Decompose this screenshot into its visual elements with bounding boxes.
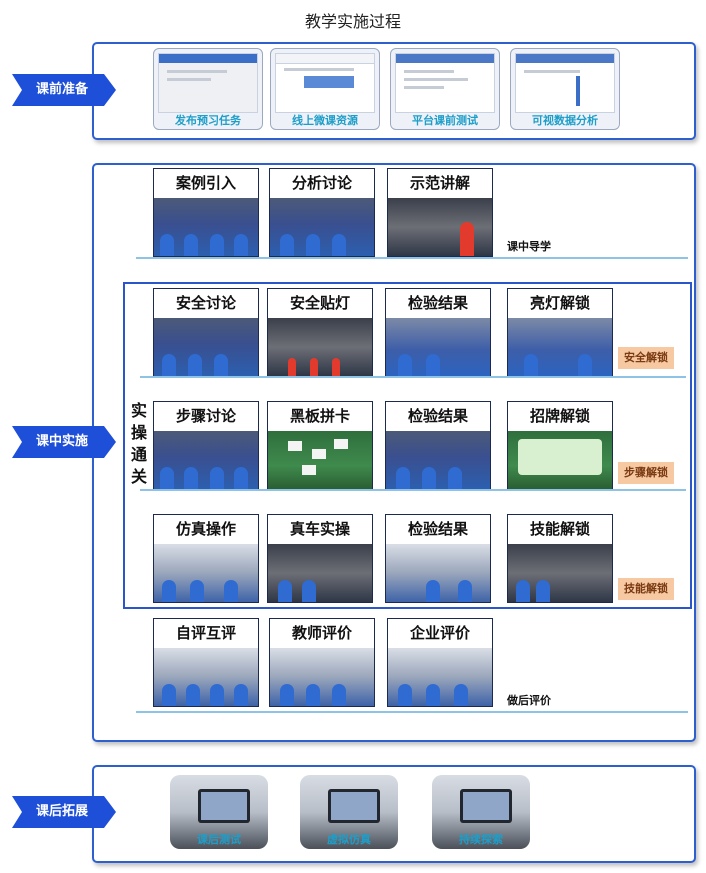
pre-thumb-1: 发布预习任务	[153, 48, 263, 130]
pre-thumb-1-caption: 发布预习任务	[175, 114, 241, 127]
practice-r2-card-3: 检验结果	[385, 401, 491, 490]
post-item-2: 虚拟仿真	[300, 775, 398, 849]
post-item-1-caption: 课后测试	[197, 833, 241, 846]
practice-r1-card-4-title: 亮灯解锁	[529, 294, 590, 312]
unlock-photo	[508, 318, 612, 376]
practice-r3-card-4-title: 技能解锁	[529, 520, 590, 538]
evaluation-photo	[154, 648, 258, 706]
practice-r3-card-3: 检验结果	[385, 514, 491, 603]
simulation-photo	[154, 544, 258, 602]
practice-r2-card-2: 黑板拼卡	[267, 401, 373, 490]
real-car-photo	[268, 544, 372, 602]
light-sticker-photo	[268, 318, 372, 376]
blackboard-cards-photo	[268, 431, 372, 489]
screenshot-preview	[515, 53, 615, 113]
classroom-photo	[270, 198, 374, 256]
practice-r2-divider	[140, 489, 686, 491]
practice-r3-card-1-title: 仿真操作	[175, 520, 236, 538]
guide-label: 课中导学	[507, 240, 551, 253]
post-item-3-caption: 持续探索	[459, 833, 503, 846]
pre-thumb-4-caption: 可视数据分析	[532, 114, 598, 127]
practice-r1-card-1: 安全讨论	[153, 288, 259, 377]
evaluation-photo	[270, 648, 374, 706]
inspection-photo	[386, 544, 490, 602]
screenshot-preview	[275, 53, 375, 113]
laptop-icon	[198, 789, 250, 823]
eval-card-2: 教师评价	[269, 618, 375, 707]
practice-r1-card-2-title: 安全贴灯	[289, 294, 350, 312]
practice-r1-card-2: 安全贴灯	[267, 288, 373, 377]
laptop-icon	[328, 789, 380, 823]
practice-label: 实操通关	[130, 401, 147, 486]
page-title: 教学实施过程	[304, 12, 401, 31]
skill-unlock-photo	[508, 544, 612, 602]
screenshot-preview	[395, 53, 495, 113]
practice-r1-tag: 安全解锁	[618, 347, 674, 369]
guide-card-2: 分析讨论	[269, 168, 375, 257]
practice-r1-card-4: 亮灯解锁	[507, 288, 613, 377]
practice-r1-divider	[140, 376, 686, 378]
practice-r1-card-1-title: 安全讨论	[175, 294, 236, 312]
practice-r3-card-2: 真车实操	[267, 514, 373, 603]
eval-card-2-title: 教师评价	[291, 624, 352, 642]
guide-card-2-title: 分析讨论	[291, 174, 352, 192]
post-item-3: 持续探索	[432, 775, 530, 849]
practice-r2-card-4-title: 招牌解锁	[529, 407, 590, 425]
classroom-photo	[154, 198, 258, 256]
laptop-icon	[460, 789, 512, 823]
practice-r2-card-3-title: 检验结果	[407, 407, 468, 425]
evaluation-photo	[388, 648, 492, 706]
in-class-arrow: 课中实施	[12, 420, 118, 464]
post-item-1: 课后测试	[170, 775, 268, 849]
practice-frame	[123, 282, 692, 609]
eval-card-1-title: 自评互评	[175, 624, 236, 642]
guide-card-1: 案例引入	[153, 168, 259, 257]
discussion-photo	[154, 318, 258, 376]
pre-class-arrow: 课前准备	[12, 68, 118, 112]
practice-r3-card-3-title: 检验结果	[407, 520, 468, 538]
discussion-photo	[154, 431, 258, 489]
practice-r2-card-4: 招牌解锁	[507, 401, 613, 490]
practice-r2-card-2-title: 黑板拼卡	[289, 407, 350, 425]
screenshot-preview	[158, 53, 258, 113]
pre-thumb-3-caption: 平台课前测试	[412, 114, 478, 127]
demo-photo	[388, 198, 492, 256]
pre-thumb-3: 平台课前测试	[390, 48, 500, 130]
evaluation-divider	[136, 711, 688, 713]
pre-thumb-2: 线上微课资源	[270, 48, 380, 130]
practice-r3-card-2-title: 真车实操	[289, 520, 350, 538]
inspection-photo	[386, 318, 490, 376]
post-item-2-caption: 虚拟仿真	[327, 833, 371, 846]
guide-card-1-title: 案例引入	[175, 174, 236, 192]
practice-r2-tag: 步骤解锁	[618, 462, 674, 484]
eval-card-3-title: 企业评价	[409, 624, 470, 642]
evaluation-label: 做后评价	[507, 694, 551, 707]
eval-card-3: 企业评价	[387, 618, 493, 707]
practice-r1-card-3: 检验结果	[385, 288, 491, 377]
guide-card-3: 示范讲解	[387, 168, 493, 257]
post-class-arrow: 课后拓展	[12, 790, 118, 834]
inspection-photo	[386, 431, 490, 489]
in-class-label: 课中实施	[35, 434, 88, 449]
practice-r1-card-3-title: 检验结果	[407, 294, 468, 312]
signboard-unlock-photo	[508, 431, 612, 489]
practice-r2-card-1-title: 步骤讨论	[175, 407, 236, 425]
practice-r2-card-1: 步骤讨论	[153, 401, 259, 490]
practice-r3-card-4: 技能解锁	[507, 514, 613, 603]
eval-card-1: 自评互评	[153, 618, 259, 707]
practice-r3-card-1: 仿真操作	[153, 514, 259, 603]
pre-thumb-2-caption: 线上微课资源	[292, 114, 358, 127]
guide-card-3-title: 示范讲解	[409, 174, 470, 192]
pre-class-label: 课前准备	[35, 82, 88, 97]
practice-r3-tag: 技能解锁	[618, 578, 674, 600]
post-class-label: 课后拓展	[35, 804, 88, 819]
guide-divider	[136, 257, 688, 259]
pre-thumb-4: 可视数据分析	[510, 48, 620, 130]
